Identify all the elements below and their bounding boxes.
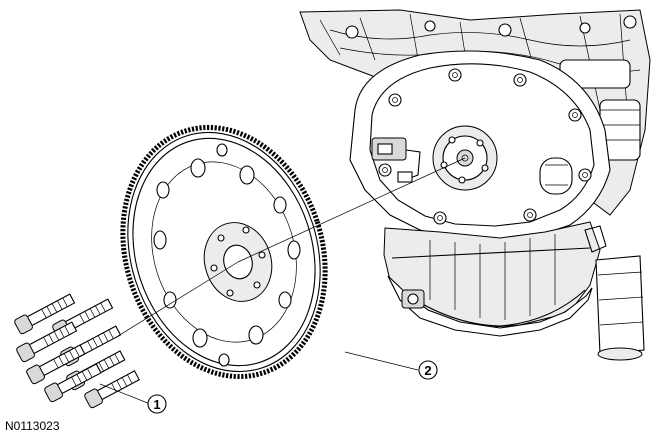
flexplate-bolts xyxy=(14,293,140,409)
callout-1-label: 1 xyxy=(153,397,160,412)
engine-block xyxy=(299,9,651,361)
figure-id: N0113023 xyxy=(5,419,60,433)
alignment-centerline xyxy=(117,157,466,337)
callout-1: 1 xyxy=(99,383,167,414)
flexplate xyxy=(120,124,328,380)
callout-2: 2 xyxy=(344,351,438,380)
callout-2-label: 2 xyxy=(424,363,431,378)
